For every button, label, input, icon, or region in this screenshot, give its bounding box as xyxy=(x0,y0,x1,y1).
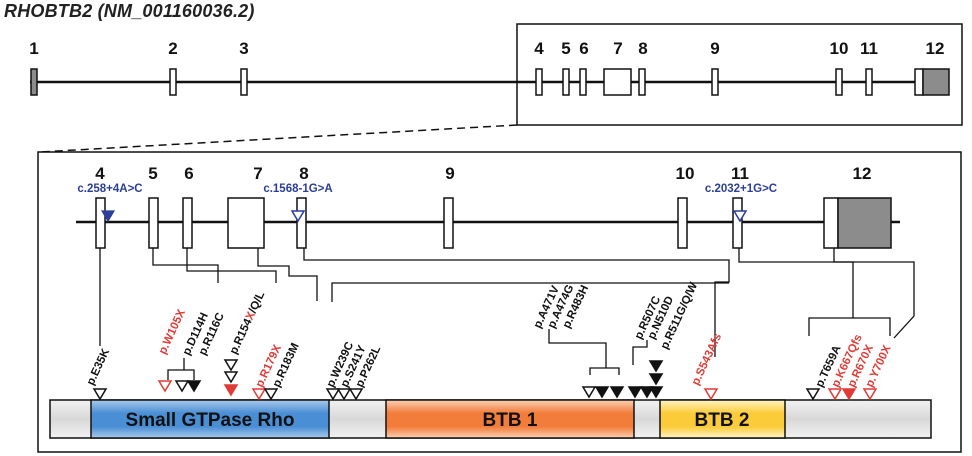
top-exon-5 xyxy=(562,68,570,96)
zoom-region-box xyxy=(516,23,963,126)
open-triangle-icon xyxy=(92,388,108,401)
red-open-triangle-icon xyxy=(251,388,267,401)
top-exon-11 xyxy=(865,68,873,96)
filled-triangle-icon xyxy=(609,386,625,399)
splice-marker-open-icon xyxy=(290,210,306,223)
red-filled-triangle-icon xyxy=(841,388,857,401)
zoom-exon-label: 6 xyxy=(184,164,193,183)
filled-triangle-icon xyxy=(648,373,664,386)
top-exon-6 xyxy=(579,68,587,96)
top-exon-8 xyxy=(638,68,646,96)
top-exon-label: 7 xyxy=(613,39,622,58)
zoom-exon-label: 11 xyxy=(731,164,749,183)
top-exon-label: 8 xyxy=(638,39,647,58)
zoom-exon-12-coding xyxy=(823,197,839,249)
top-exon-label: 1 xyxy=(29,39,38,58)
splice-marker-filled-icon xyxy=(100,210,116,223)
splice-variant-label: c.1568-1G>A xyxy=(263,183,332,195)
zoom-exon-label: 10 xyxy=(676,164,695,183)
gene-title: RHOBTB2 (NM_001160036.2) xyxy=(4,1,255,21)
open-triangle-icon xyxy=(581,386,597,399)
top-exon-12-utr xyxy=(922,68,950,96)
top-exon-10 xyxy=(835,68,843,96)
filled-triangle-icon xyxy=(627,386,643,399)
red-open-triangle-icon xyxy=(827,388,843,401)
domain-label: BTB 1 xyxy=(483,410,538,431)
variant-label-r154: p.R154X/Q/L xyxy=(228,290,268,356)
top-exon-label: 6 xyxy=(579,39,588,58)
red-open-triangle-icon xyxy=(862,388,878,401)
top-exon-label: 4 xyxy=(534,39,544,58)
top-exon-label: 3 xyxy=(239,39,248,58)
splice-variant-label: c.2032+1G>C xyxy=(705,183,777,195)
exon-mapping-lines xyxy=(99,248,915,380)
zoom-exon-8 xyxy=(296,197,307,249)
top-exon-4 xyxy=(535,68,543,96)
zoom-exon-10 xyxy=(677,197,688,249)
zoom-exon-7 xyxy=(227,197,265,249)
zoom-exon-6 xyxy=(182,197,193,249)
zoom-panel-frame xyxy=(37,151,962,453)
filled-triangle-icon xyxy=(186,380,202,393)
open-triangle-icon xyxy=(325,388,341,401)
filled-triangle-icon xyxy=(648,386,664,399)
domain-label: Small GTPase Rho xyxy=(126,410,295,431)
red-filled-triangle-icon xyxy=(223,384,239,397)
open-triangle-icon xyxy=(174,380,190,393)
top-exon-label: 9 xyxy=(710,39,719,58)
domain-small-gtpase-rho xyxy=(90,399,330,439)
open-triangle-icon xyxy=(263,388,279,401)
top-exon-12-coding xyxy=(914,68,924,96)
top-exon-label: 5 xyxy=(561,39,570,58)
variant-label: p.S543Afs xyxy=(690,332,724,387)
filled-triangle-icon xyxy=(648,360,664,373)
open-triangle-icon xyxy=(336,388,352,401)
zoom-exon-9 xyxy=(443,197,454,249)
red-open-triangle-icon xyxy=(703,388,719,401)
top-exon-3 xyxy=(240,68,248,96)
top-exon-label: 12 xyxy=(926,39,945,58)
zoom-connector-dashed xyxy=(39,124,518,153)
protein-bar: Small GTPase Rho BTB 1 BTB 2 xyxy=(49,399,932,439)
top-exon-1 xyxy=(30,68,38,96)
top-exon-9 xyxy=(711,68,719,96)
open-triangle-icon xyxy=(348,388,364,401)
zoom-gene-model: 4 5 6 7 8 9 10 11 12 c.258+4A>C c.1568-1… xyxy=(76,164,900,249)
zoom-exon-12-utr xyxy=(837,197,892,249)
open-triangle-icon xyxy=(223,371,239,384)
zoom-exon-label: 4 xyxy=(95,164,105,183)
filled-triangle-icon xyxy=(639,386,655,399)
top-exon-7 xyxy=(603,68,632,96)
top-gene-model: 1 2 3 4 5 6 7 8 9 10 11 12 xyxy=(29,39,950,96)
variant-label: p.E35K xyxy=(85,346,113,387)
filled-triangle-icon xyxy=(594,386,610,399)
red-open-triangle-icon xyxy=(157,380,173,393)
top-exon-label: 2 xyxy=(168,39,177,58)
zoom-exon-label: 12 xyxy=(853,164,872,183)
zoom-exon-4 xyxy=(95,197,106,249)
splice-variant-label: c.258+4A>C xyxy=(77,183,142,195)
domain-btb2 xyxy=(659,399,786,439)
top-exon-2 xyxy=(169,68,177,96)
zoom-exon-label: 5 xyxy=(148,164,157,183)
splice-marker-open-icon xyxy=(732,210,748,223)
domain-btb1 xyxy=(385,399,635,439)
zoom-exon-label: 7 xyxy=(253,164,262,183)
open-triangle-icon xyxy=(223,359,239,372)
zoom-exon-label: 8 xyxy=(299,164,308,183)
open-triangle-icon xyxy=(805,388,821,401)
zoom-exon-5 xyxy=(148,197,159,249)
variant-markers xyxy=(92,359,878,401)
domain-label: BTB 2 xyxy=(695,410,750,431)
variant-labels: p.E35K p.W105X p.D114H p.R116C p.R154X/Q… xyxy=(85,281,894,390)
zoom-exon-11 xyxy=(732,197,743,249)
zoom-exon-label: 9 xyxy=(445,164,454,183)
top-exon-label: 11 xyxy=(860,39,878,58)
top-exon-label: 10 xyxy=(830,39,849,58)
